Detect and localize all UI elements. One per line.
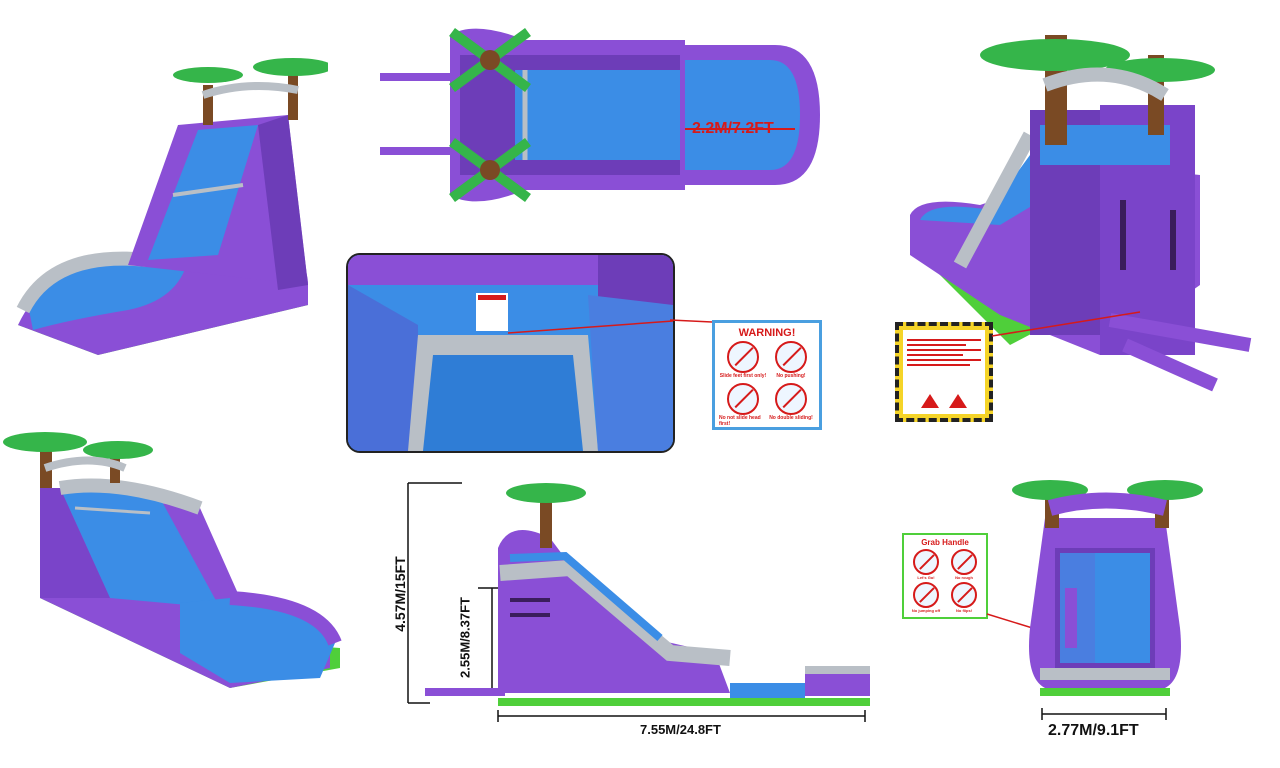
grab-icon-4: No flips! [945,582,983,613]
warning-icon-1: Slide feet first only! [719,341,767,379]
electric-hazard-icon [949,394,967,408]
slide-front-angled-view [3,432,342,688]
slide-front-view [1012,480,1203,696]
warning-icon-2: No pushing! [767,341,815,379]
blower-sign-connector-line [991,311,1141,337]
slide-angled-view-top-left [16,58,328,355]
total-height-label: 4.57M/15FT [392,556,408,632]
warning-sign: WARNING! Slide feet first only! No pushi… [712,320,822,430]
front-width-dimension-line [1041,708,1167,720]
grab-icon-3: No jumping off [907,582,945,613]
platform-height-label: 2.55M/8.37FT [457,597,473,678]
grab-icon-2: No rough [945,549,983,580]
slide-side-view [407,482,870,722]
grab-handle-sign-title: Grab Handle [921,538,969,547]
warning-sign-title: WARNING! [738,327,796,339]
blower-warning-text-lines [907,336,981,369]
length-label: 7.55M/24.8FT [640,722,721,737]
warning-connector-line [670,319,713,323]
slide-top-view [380,27,820,203]
warning-icon-4: No double sliding! [767,383,815,427]
blower-warning-sign [895,322,993,422]
grab-icon-1: Let's Go! [907,549,945,580]
grab-handle-sign: Grab Handle Let's Go! No rough No jumpin… [902,533,988,619]
top-width-label: 2.2M/7.2FT [692,120,774,137]
inside-detail-photo [346,253,675,453]
warning-icon-3: No not slide head first! [719,383,767,427]
front-width-label: 2.77M/9.1FT [1048,722,1139,739]
slide-back-view [910,35,1252,392]
hazard-icon [921,394,939,408]
